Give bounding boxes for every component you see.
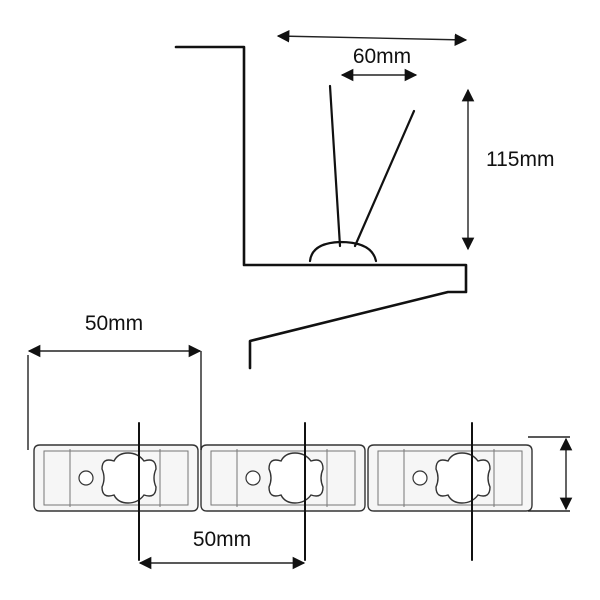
spike-unit-3 bbox=[367, 444, 533, 512]
base-dome bbox=[308, 240, 378, 263]
spike-vertical bbox=[328, 84, 342, 248]
top-view-strip bbox=[33, 422, 533, 561]
height-dimension-label: 115mm bbox=[486, 148, 554, 171]
top-width-arrow bbox=[276, 29, 468, 47]
spike-unit-2 bbox=[200, 444, 366, 512]
side-profile bbox=[174, 45, 468, 370]
unit-length-label: 50mm bbox=[85, 312, 143, 335]
spike-unit-1 bbox=[33, 444, 199, 512]
wall-outline bbox=[174, 45, 468, 370]
spread-dimension-label: 60mm bbox=[353, 45, 411, 68]
unit-spacing-label: 50mm bbox=[193, 528, 251, 551]
spike-angled bbox=[353, 109, 416, 248]
